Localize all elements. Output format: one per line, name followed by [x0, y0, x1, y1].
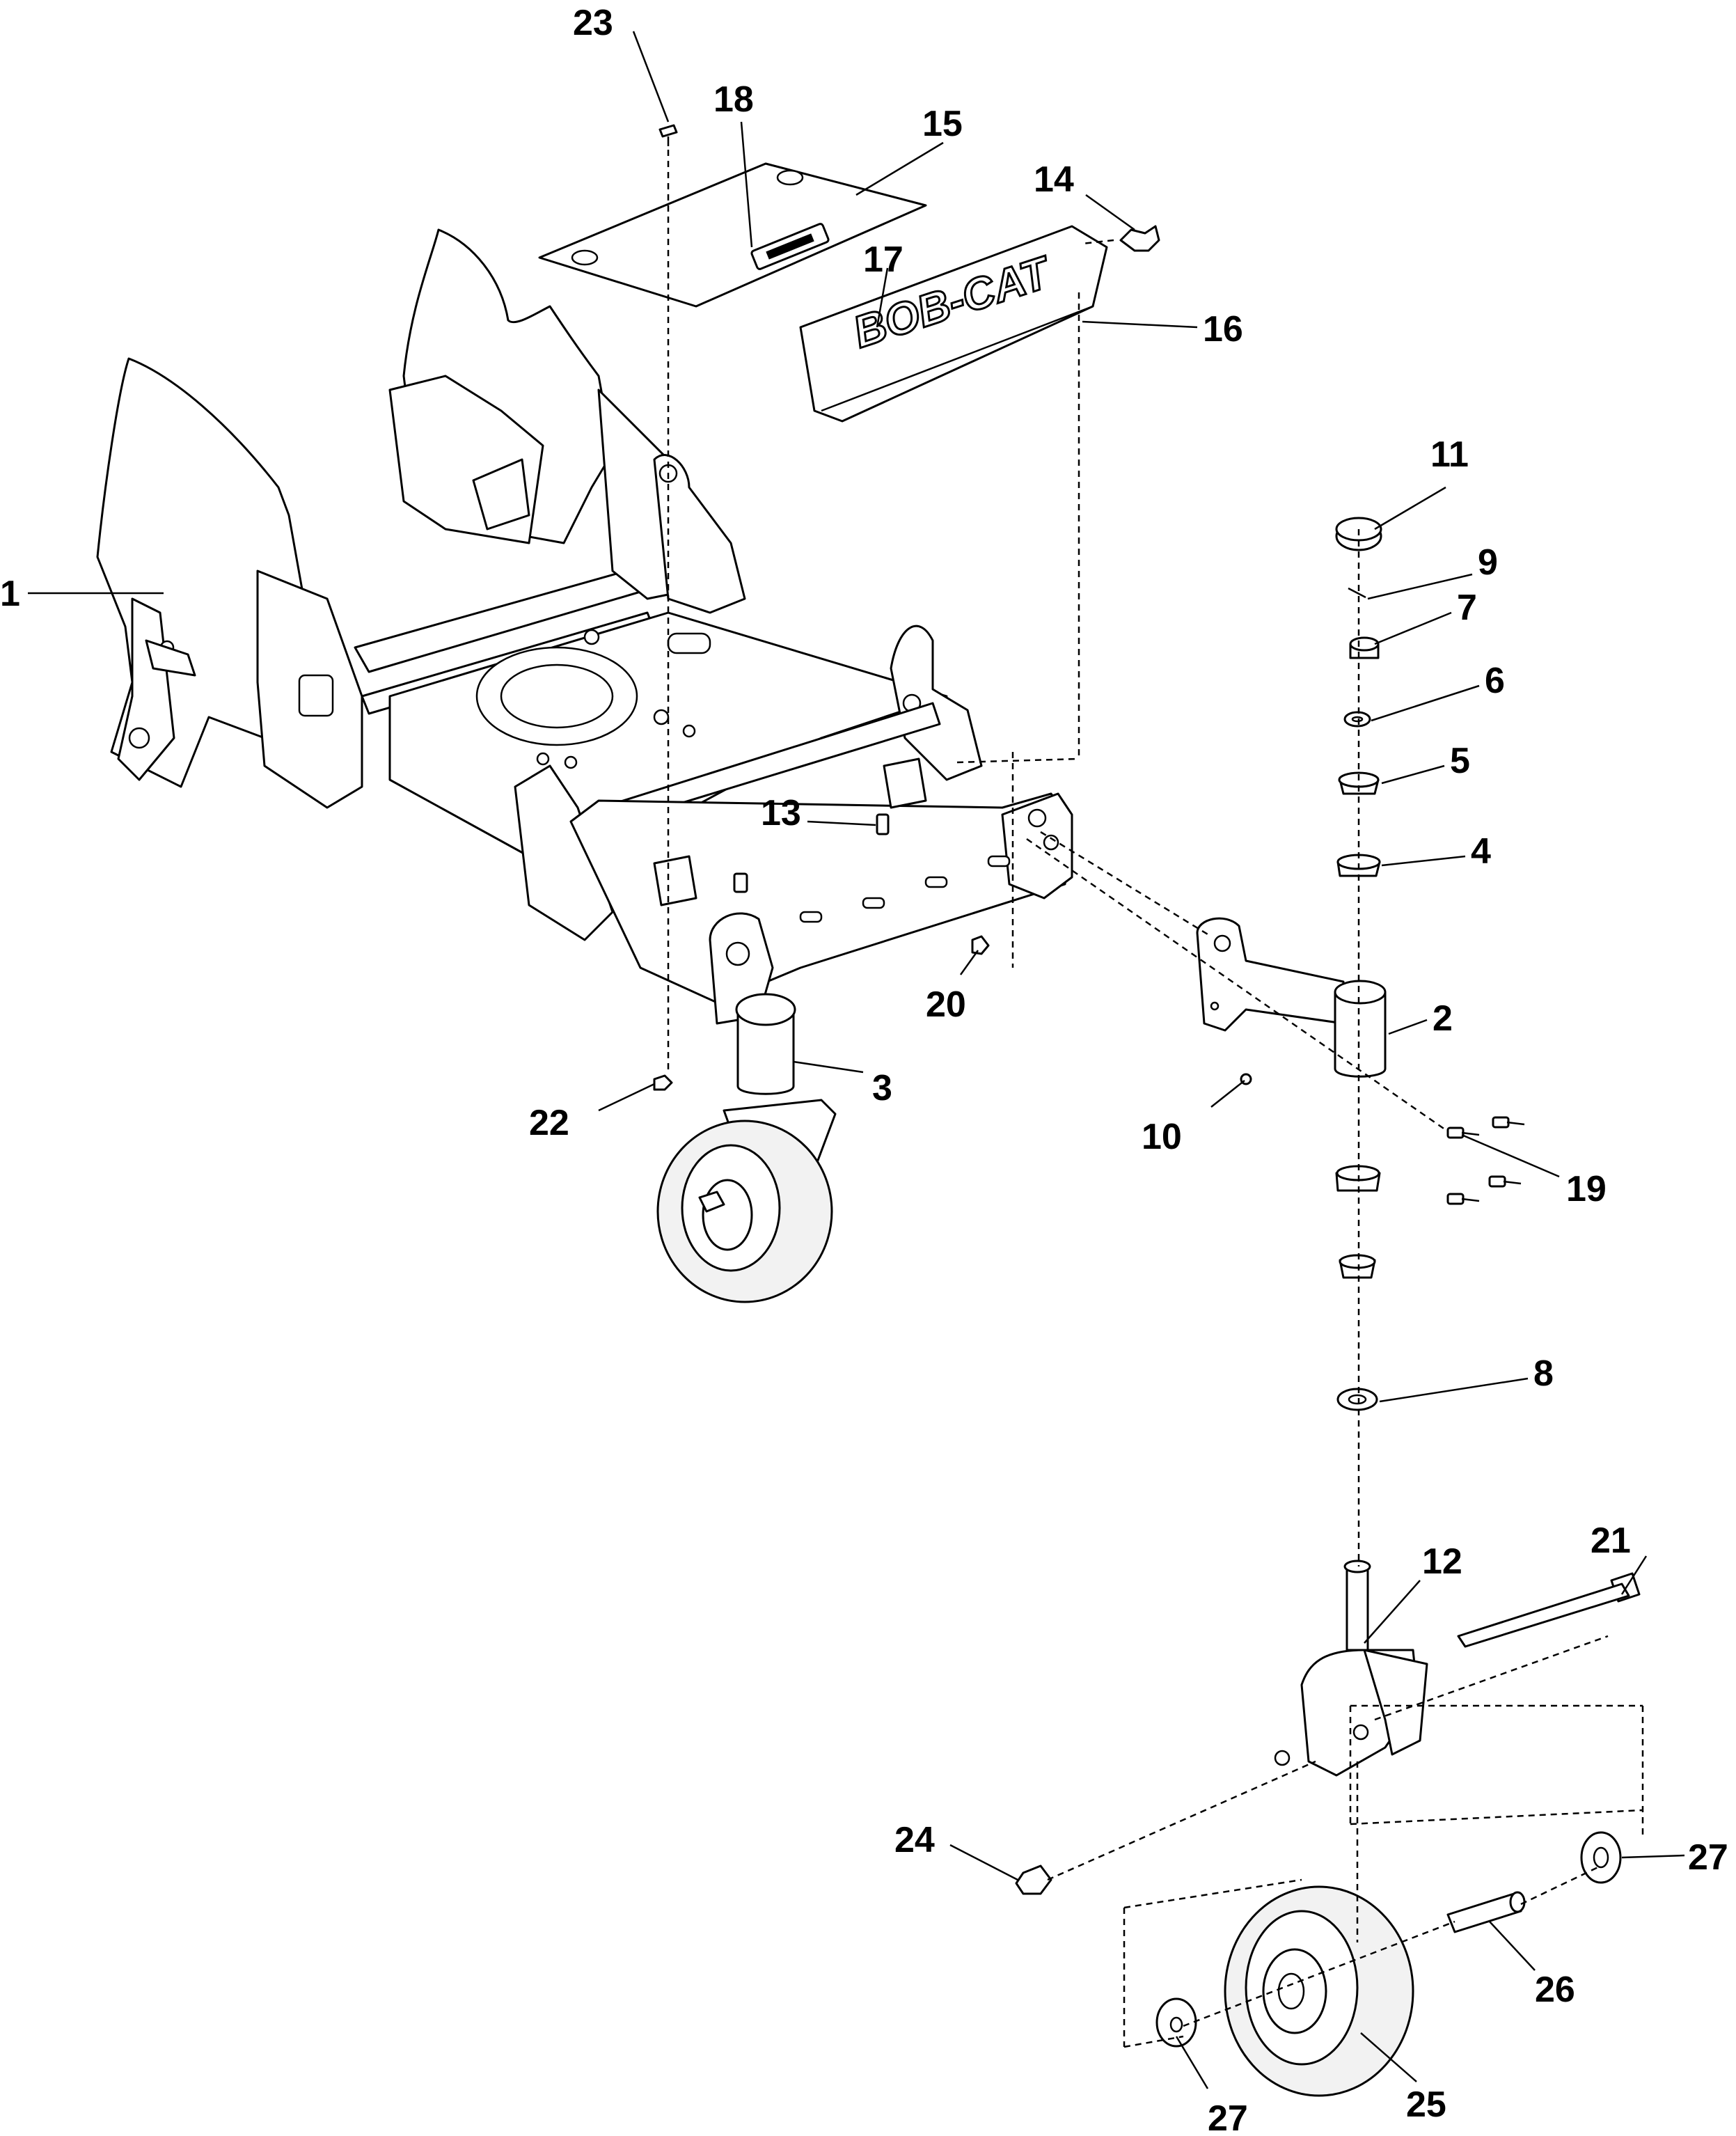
callout-21: 21 — [1591, 1521, 1631, 1561]
callout-4: 4 — [1471, 831, 1491, 872]
callout-13: 13 — [761, 793, 801, 833]
small-hardware — [653, 124, 1160, 1091]
wheel-bearing-left — [1155, 1997, 1197, 2048]
callout-5: 5 — [1450, 741, 1470, 781]
callout-18: 18 — [713, 79, 754, 120]
leader-lines — [28, 31, 1685, 2089]
callout-23: 23 — [573, 3, 613, 43]
callout-19: 19 — [1566, 1169, 1607, 1209]
callout-1: 1 — [0, 574, 20, 614]
callout-26: 26 — [1535, 1970, 1575, 2010]
bolt-set — [1446, 1116, 1525, 1205]
callout-9: 9 — [1478, 542, 1498, 583]
rear-wheel — [1224, 1885, 1414, 2097]
axle-bolt — [1457, 1572, 1641, 1648]
callout-22: 22 — [529, 1103, 569, 1143]
callout-12: 12 — [1422, 1541, 1462, 1582]
callout-6: 6 — [1485, 661, 1505, 701]
callout-16: 16 — [1203, 309, 1243, 350]
callout-labels: 1 2 3 4 5 6 7 8 9 10 11 12 13 14 15 16 1… — [0, 3, 1728, 2136]
left-caster-assembly — [656, 993, 837, 1303]
callout-15: 15 — [922, 104, 963, 144]
front-shroud: BOB-CAT — [799, 225, 1108, 423]
callout-3: 3 — [872, 1068, 892, 1108]
assembly-lines — [667, 150, 1644, 2048]
callout-10: 10 — [1142, 1117, 1182, 1157]
callout-24: 24 — [894, 1820, 935, 1860]
caster-fork — [1274, 1560, 1428, 1777]
callout-14: 14 — [1034, 159, 1074, 200]
callout-27-left: 27 — [1208, 2098, 1248, 2136]
callout-20: 20 — [926, 984, 966, 1025]
callout-2: 2 — [1433, 998, 1453, 1039]
spacer-tube — [1446, 1891, 1526, 1933]
callout-17: 17 — [863, 239, 903, 280]
axle-nut — [1015, 1864, 1052, 1895]
callout-25: 25 — [1406, 2084, 1446, 2125]
callout-11: 11 — [1430, 434, 1469, 475]
top-cover-plate — [538, 162, 927, 308]
callout-8: 8 — [1533, 1353, 1554, 1394]
callout-7: 7 — [1457, 588, 1477, 628]
callout-27-right: 27 — [1688, 1837, 1728, 1878]
wheel-bearing-right — [1580, 1831, 1622, 1884]
caster-stack — [1196, 517, 1525, 1411]
